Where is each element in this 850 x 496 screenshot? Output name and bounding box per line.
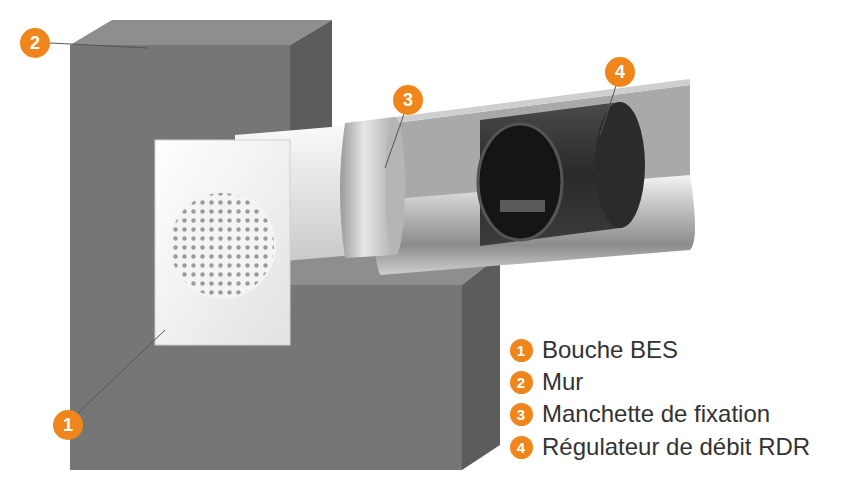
- callout-number: 2: [20, 28, 50, 58]
- rdr-end: [595, 102, 645, 228]
- leader-line: [78, 330, 165, 413]
- band-edge: [385, 117, 405, 255]
- vent-plate: [155, 140, 290, 345]
- wall-top-face: [70, 20, 332, 45]
- callout-number: 1: [53, 410, 83, 440]
- leader-line: [385, 114, 404, 168]
- callout-number: 4: [510, 436, 533, 459]
- grille-holes: [165, 190, 280, 305]
- callout-number: 2: [510, 371, 533, 394]
- rdr-flap: [500, 200, 545, 212]
- callout-number: 3: [510, 403, 533, 426]
- legend-part-name: Mur: [542, 370, 583, 394]
- legend-part-name: Bouche BES: [542, 338, 678, 362]
- legend-part-name: Régulateur de débit RDR: [542, 435, 810, 459]
- callout-number: 1: [510, 339, 533, 362]
- leader-line: [50, 43, 148, 48]
- wall-lower-side: [462, 255, 500, 470]
- callout-number: 3: [393, 85, 423, 115]
- legend-part-name: Manchette de fixation: [542, 402, 770, 426]
- rdr-opening: [478, 124, 562, 240]
- leader-line: [600, 86, 616, 135]
- callout-number: 4: [605, 57, 635, 87]
